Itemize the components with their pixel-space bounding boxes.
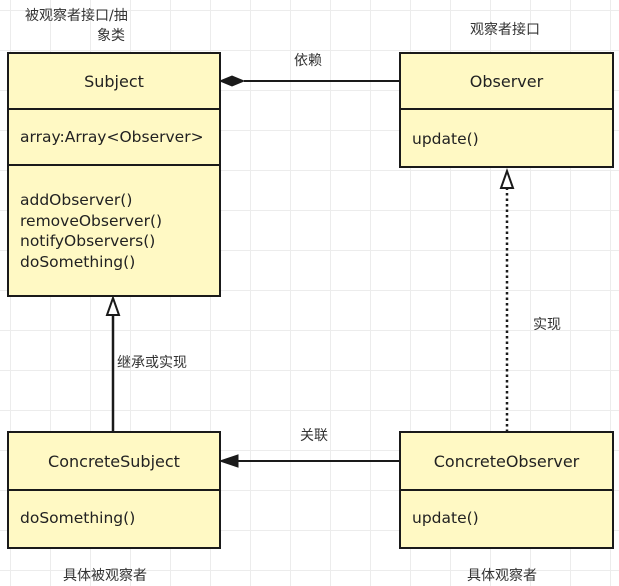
subject-method: notifyObservers(): [20, 232, 156, 250]
observer-class[interactable]: Observer update(): [399, 52, 614, 168]
subject-methods: addObserver() removeObserver() notifyObs…: [9, 166, 219, 272]
composition-diamond: [218, 75, 246, 87]
subject-method: doSomething(): [20, 252, 136, 271]
concrete-observer-class[interactable]: ConcreteObserver update(): [399, 431, 614, 549]
subject-attribute: array:Array<Observer>: [20, 127, 204, 146]
subject-method: addObserver(): [20, 191, 133, 209]
subject-method: removeObserver(): [20, 211, 163, 230]
observer-class-name: Observer: [401, 54, 612, 110]
observer-methods: update(): [401, 110, 612, 150]
inheritance-arrowhead: [105, 294, 121, 316]
concrete-subject-method: doSomething(): [20, 509, 136, 527]
inheritance-label: 继承或实现: [117, 355, 187, 371]
concrete-observer-methods: update(): [401, 491, 612, 529]
concrete-observer-method: update(): [412, 509, 479, 527]
concrete-observer-caption: 具体观察者: [467, 568, 537, 584]
subject-class-name: Subject: [9, 54, 219, 110]
dependency-label: 依赖: [294, 53, 322, 69]
realization-arrowhead: [499, 167, 515, 189]
association-arrowhead: [218, 454, 239, 468]
concrete-subject-methods: doSomething(): [9, 491, 219, 529]
concrete-subject-caption: 具体被观察者: [63, 568, 147, 584]
subject-caption-line1: 被观察者接口/抽: [25, 8, 128, 24]
subject-caption-line2: 象类: [97, 28, 125, 44]
subject-class[interactable]: Subject array:Array<Observer> addObserve…: [7, 52, 221, 297]
observer-caption: 观察者接口: [470, 22, 540, 38]
concrete-observer-class-name: ConcreteObserver: [401, 433, 612, 491]
observer-method: update(): [412, 130, 479, 148]
realization-label: 实现: [533, 317, 561, 333]
association-label: 关联: [300, 428, 328, 444]
concrete-subject-class-name: ConcreteSubject: [9, 433, 219, 491]
subject-attributes: array:Array<Observer>: [9, 110, 219, 166]
concrete-subject-class[interactable]: ConcreteSubject doSomething(): [7, 431, 221, 549]
